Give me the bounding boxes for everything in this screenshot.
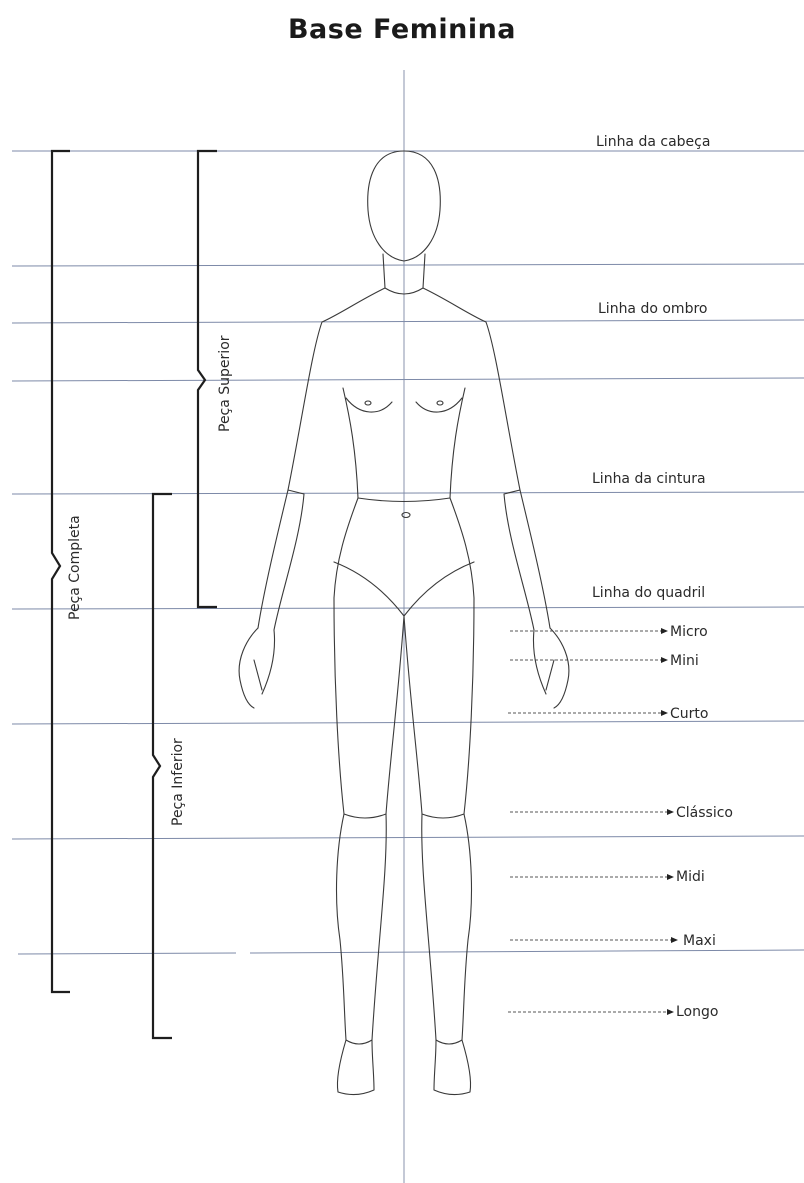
bust-point-right [437, 401, 443, 405]
bracket-peca-inferior: Peça Inferior [153, 494, 186, 1038]
navel [402, 513, 410, 518]
left-leg [334, 598, 404, 1040]
marker-classico: Clássico [510, 805, 733, 821]
label-curto: Curto [670, 706, 708, 722]
guide-line-calf-left [18, 953, 236, 954]
label-waist-line: Linha da cintura [592, 471, 706, 487]
label-micro: Micro [670, 624, 708, 640]
marker-mini: Mini [510, 653, 699, 669]
label-peca-inferior: Peça Inferior [170, 738, 186, 826]
bust-point-left [365, 401, 371, 405]
bracket-peca-superior: Peça Superior [198, 151, 233, 607]
label-longo: Longo [676, 1004, 718, 1020]
right-leg [404, 598, 474, 1040]
marker-longo: Longo [508, 1004, 718, 1020]
guide-line-waist [12, 492, 804, 494]
label-classico: Clássico [676, 805, 733, 821]
guide-line-hip [12, 607, 804, 609]
label-head-line: Linha da cabeça [596, 134, 710, 150]
marker-midi: Midi [510, 869, 705, 885]
marker-micro: Micro [510, 624, 708, 640]
guide-line-bust [12, 378, 804, 381]
label-midi: Midi [676, 869, 705, 885]
left-foot [337, 1040, 374, 1095]
label-mini: Mini [670, 653, 699, 669]
guide-line-neck [12, 264, 804, 266]
label-peca-completa: Peça Completa [67, 515, 83, 620]
right-foot [434, 1040, 471, 1095]
left-forearm [258, 490, 304, 630]
label-shoulder-line: Linha do ombro [598, 301, 707, 317]
horizontal-guides [12, 151, 804, 954]
label-peca-superior: Peça Superior [217, 335, 233, 432]
marker-maxi: Maxi [510, 933, 716, 949]
guide-line-shoulder [12, 320, 804, 323]
right-forearm [504, 490, 550, 630]
marker-curto: Curto [508, 706, 708, 722]
label-hip-line: Linha do quadril [592, 585, 705, 601]
left-hand [239, 628, 274, 708]
guide-line-calf-right [250, 950, 804, 953]
right-hand [534, 628, 569, 708]
bracket-peca-completa: Peça Completa [52, 151, 83, 992]
guide-line-knee [12, 836, 804, 839]
label-maxi: Maxi [683, 933, 716, 949]
